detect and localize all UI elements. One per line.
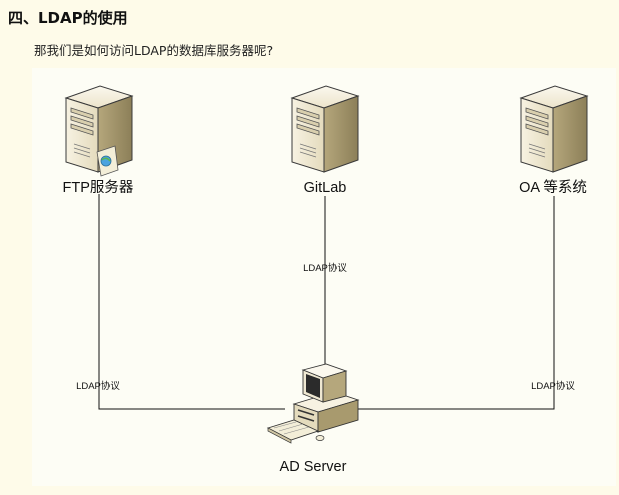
edge-label-oa-ad: LDAP协议 (531, 380, 575, 392)
server-icon (520, 85, 588, 173)
ftp-server-node: FTP服务器 (63, 85, 134, 196)
oa-server-label: OA 等系统 (519, 178, 587, 196)
edge-label-gitlab-ad: LDAP协议 (303, 262, 347, 274)
oa-server-node: OA 等系统 (519, 85, 588, 196)
intro-text: 那我们是如何访问LDAP的数据库服务器呢? (34, 43, 274, 58)
edge-ftp-ad (98, 194, 285, 410)
section-heading: 四、LDAP的使用 (8, 9, 128, 27)
ad-server-label: AD Server (280, 459, 347, 475)
edge-oa-ad (357, 196, 555, 410)
gitlab-server-label: GitLab (304, 180, 347, 196)
ftp-badge-icon (96, 145, 119, 177)
server-icon (291, 85, 359, 173)
ftp-server-label: FTP服务器 (63, 179, 134, 196)
ad-server-node: AD Server (266, 363, 360, 475)
gitlab-server-node: GitLab (291, 85, 359, 196)
connection-lines (98, 194, 555, 410)
computer-icon (266, 363, 360, 444)
edge-label-ftp-ad: LDAP协议 (76, 380, 120, 392)
